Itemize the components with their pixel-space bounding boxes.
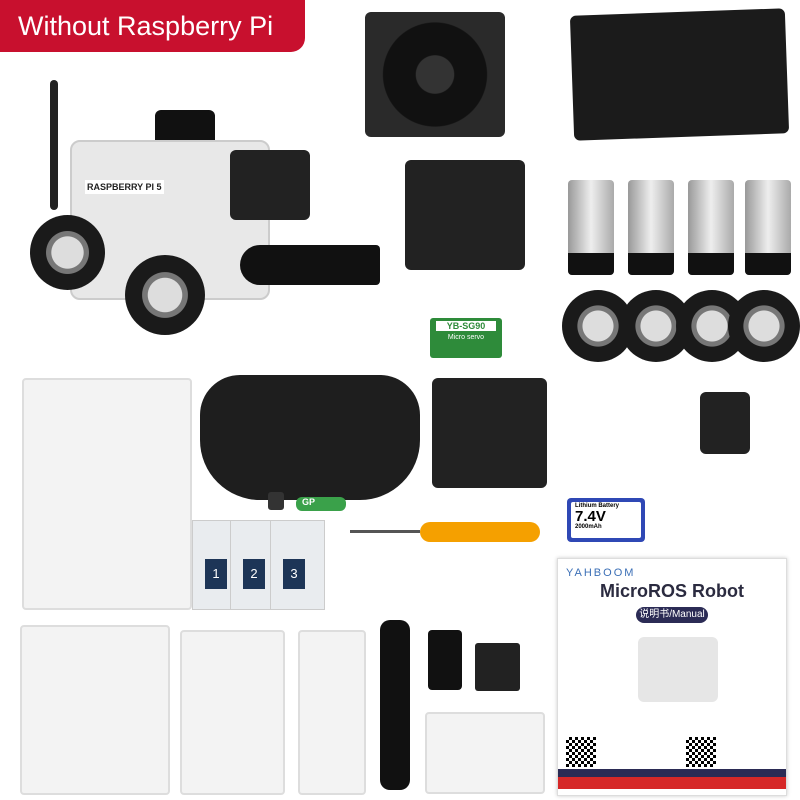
battery-capacity: 2000mAh	[575, 524, 602, 530]
manual-brand: YAHBOOM	[566, 567, 636, 579]
antenna	[50, 80, 58, 210]
manual-footer-bar	[558, 777, 786, 789]
acrylic-plate	[22, 378, 192, 610]
manual-subtitle: 说明书/Manual	[636, 607, 708, 623]
sd-card	[475, 643, 520, 691]
motor	[568, 180, 614, 275]
cooling-fan	[365, 12, 505, 137]
manual-title: MicroROS Robot	[600, 581, 744, 601]
motor	[745, 180, 791, 275]
servo: YB-SG90 Micro servo	[430, 318, 502, 358]
parts-bag: 3	[270, 520, 325, 610]
sd-card-reader	[428, 630, 462, 690]
qr-code	[566, 737, 596, 767]
acrylic-plate	[425, 712, 545, 794]
battery-voltage: 7.4V	[575, 508, 606, 525]
power-adapter	[700, 392, 750, 454]
acrylic-plate	[180, 630, 285, 795]
control-board	[569, 8, 790, 141]
screwdriver	[350, 530, 420, 533]
bag-number: 2	[243, 559, 265, 589]
servo-type: Micro servo	[447, 334, 485, 341]
camera-gimbal	[405, 160, 525, 270]
usb-receiver	[268, 492, 284, 510]
bag-number: 1	[205, 559, 227, 589]
servo-model: YB-SG90	[436, 321, 496, 331]
acrylic-plate	[20, 625, 170, 795]
manual-robot-image	[638, 637, 718, 702]
manual-footer-bar	[558, 769, 786, 777]
bag-number: 3	[283, 559, 305, 589]
screwdriver-handle	[420, 522, 540, 542]
without-raspberry-pi-badge: Without Raspberry Pi	[0, 0, 305, 52]
battery-title: Lithium Battery	[575, 503, 620, 509]
camera	[230, 150, 310, 220]
robot-car: RASPBERRY PI 5	[30, 80, 390, 340]
robot-label: RASPBERRY PI 5	[85, 180, 164, 194]
aa-batteries: GP	[296, 497, 346, 511]
gamepad	[200, 375, 420, 500]
lithium-battery: Lithium Battery 7.4V 2000mAh	[567, 498, 645, 542]
qr-code	[686, 737, 716, 767]
wheel	[728, 290, 800, 362]
lidar-module	[432, 378, 547, 488]
bumper	[240, 245, 380, 285]
acrylic-plate	[298, 630, 366, 795]
motor	[628, 180, 674, 275]
bumper-part	[380, 620, 410, 790]
manual-booklet: YAHBOOM MicroROS Robot 说明书/Manual	[557, 558, 787, 796]
motor	[688, 180, 734, 275]
